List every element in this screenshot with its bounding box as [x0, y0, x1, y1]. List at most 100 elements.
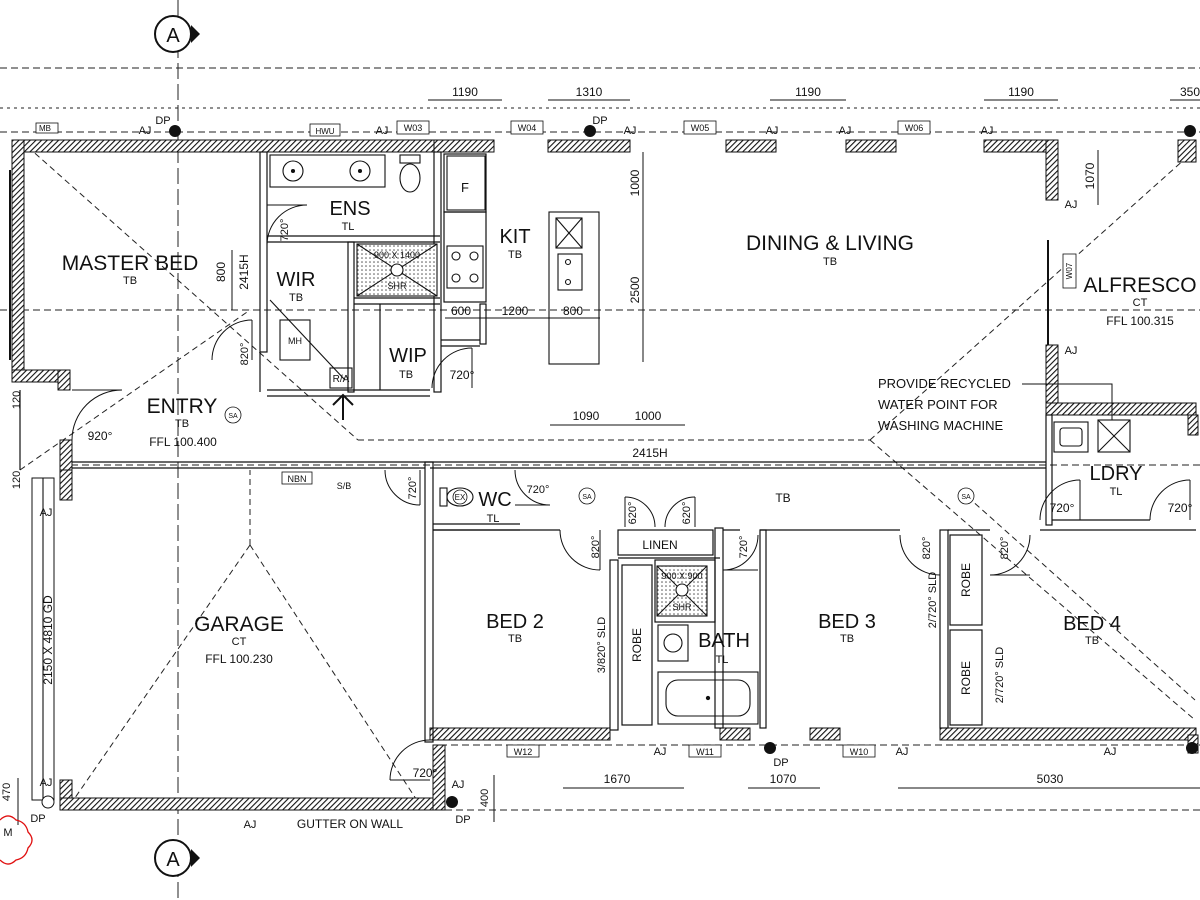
dim-bottom-5030: 5030 — [1037, 772, 1064, 786]
dim-top-1: 1190 — [452, 85, 478, 99]
room-alfresco-ffl: FFL 100.315 — [1106, 314, 1174, 328]
dim-wir-2415h: 2415H — [237, 254, 251, 289]
room-bed4-finish: TB — [1085, 635, 1099, 647]
room-bed2-finish: TB — [508, 633, 522, 645]
door-garage-ext: 720° — [413, 766, 438, 780]
roof-hip-lines — [19, 139, 1196, 806]
room-bed3: BED 3 — [818, 611, 876, 633]
door-bath: 720° — [738, 536, 750, 559]
room-wc-finish: TL — [487, 513, 500, 525]
door-ldry-ext: 720° — [1168, 501, 1193, 515]
fixtures — [31, 154, 1131, 801]
fixture-shr-ens: SHR — [387, 281, 407, 291]
room-master-bed: MASTER BED — [62, 252, 199, 275]
dim-bottom-470: 470 — [1, 783, 13, 801]
window-w10: W10 — [850, 747, 869, 757]
door-bed3: 820° — [921, 537, 933, 560]
revision-cloud — [0, 815, 33, 865]
smoke-alarm-icons — [224, 406, 975, 505]
marker-aj-9: AJ — [40, 507, 53, 519]
marker-aj-6: AJ — [981, 125, 994, 137]
fixture-shr-bath: SHR — [672, 602, 692, 612]
marker-aj-13: AJ — [654, 746, 667, 758]
room-entry-finish: TB — [175, 418, 189, 430]
fixture-fridge: F — [461, 180, 469, 195]
marker-aj-12: AJ — [452, 779, 465, 791]
door-ldry: 720° — [1050, 501, 1075, 515]
room-alfresco-finish: CT — [1133, 297, 1148, 309]
room-wip: WIP — [389, 345, 427, 367]
room-bed3-finish: TB — [840, 633, 854, 645]
marker-dp-2: DP — [592, 115, 607, 127]
marker-m: M — [3, 827, 12, 839]
door-swings — [9, 170, 1191, 781]
room-garage-finish: CT — [232, 636, 247, 648]
room-ens: ENS — [329, 198, 370, 220]
robe-bed3: ROBE — [959, 563, 973, 597]
room-entry: ENTRY — [147, 395, 218, 418]
marker-aj-11: AJ — [244, 819, 257, 831]
door-bed2: 820° — [590, 536, 602, 559]
room-ldry-finish: TL — [1110, 486, 1123, 498]
dim-garage-door: 2150 X 4810 GD — [41, 595, 55, 685]
dim-wir-800: 800 — [214, 262, 228, 282]
marker-dp-3: DP — [30, 813, 45, 825]
window-tags — [35, 120, 1077, 758]
door-garage-int: 720° — [407, 477, 419, 500]
fixture-mb: MB — [39, 124, 51, 133]
dim-kit-800: 800 — [563, 304, 583, 318]
dim-bottom-1670: 1670 — [604, 772, 631, 786]
room-alfresco: ALFRESCO — [1083, 274, 1196, 297]
dim-misc-120-a: 120 — [11, 391, 23, 409]
dim-top-4: 1190 — [1008, 85, 1034, 99]
room-bed4: BED 4 — [1063, 613, 1121, 635]
marker-aj-7: AJ — [1065, 199, 1078, 211]
dim-alfresco-1070: 1070 — [1083, 162, 1097, 189]
labels: A A MASTER BED TB ENS TL WIR TB WIP TB K… — [1, 25, 1200, 871]
fixture-mh: MH — [288, 336, 302, 346]
marker-dp-1: DP — [155, 115, 170, 127]
marker-aj-10: AJ — [40, 777, 53, 789]
room-linen: LINEN — [642, 538, 677, 552]
room-ens-finish: TL — [342, 221, 355, 233]
dim-bottom-1070: 1070 — [770, 772, 797, 786]
robe-bed4: ROBE — [959, 661, 973, 695]
room-garage-ffl: FFL 100.230 — [205, 652, 273, 666]
section-markers — [154, 15, 200, 877]
fixture-ra: R/A — [333, 374, 350, 385]
window-w07: W07 — [1065, 262, 1074, 279]
note-recycled-2: WATER POINT FOR — [878, 397, 998, 412]
dim-bottom-400: 400 — [479, 789, 491, 807]
dim-top-5: 350 — [1180, 85, 1200, 99]
dim-kit-1200: 1200 — [502, 304, 529, 318]
dim-misc-120-b: 120 — [11, 471, 23, 489]
room-dining-finish: TB — [823, 256, 837, 268]
robe-bed2: ROBE — [630, 628, 644, 662]
door-bed3-sld: 2/720° SLD — [927, 572, 939, 628]
room-bed2: BED 2 — [486, 611, 544, 633]
section-mark-bottom: A — [166, 849, 180, 871]
dim-hall-1000: 1000 — [635, 409, 662, 423]
door-entry: 920° — [88, 429, 113, 443]
room-bath: BATH — [698, 630, 750, 652]
window-w12: W12 — [514, 747, 533, 757]
door-ens: 720° — [279, 219, 291, 242]
marker-dp-4: DP — [455, 814, 470, 826]
fixture-ex: EX — [455, 493, 466, 502]
note-gutter: GUTTER ON WALL — [297, 817, 404, 831]
section-mark-top: A — [166, 25, 180, 47]
downpipe-markers — [41, 125, 1198, 809]
marker-aj-8: AJ — [1065, 345, 1078, 357]
room-ldry: LDRY — [1090, 463, 1143, 485]
window-w06: W06 — [905, 123, 924, 133]
note-recycled-3: WASHING MACHINE — [878, 418, 1004, 433]
hall-finish: TB — [775, 491, 790, 505]
note-recycled-1: PROVIDE RECYCLED — [878, 376, 1011, 391]
fixture-shower-ens: 900 X 1400 — [374, 250, 420, 260]
door-bed4: 820° — [999, 537, 1011, 560]
smoke-alarm-hall: SA — [582, 494, 592, 501]
room-kit-finish: TB — [508, 249, 522, 261]
fixture-shower-bath: 900 X 900 — [661, 571, 702, 581]
window-w05: W05 — [691, 123, 710, 133]
